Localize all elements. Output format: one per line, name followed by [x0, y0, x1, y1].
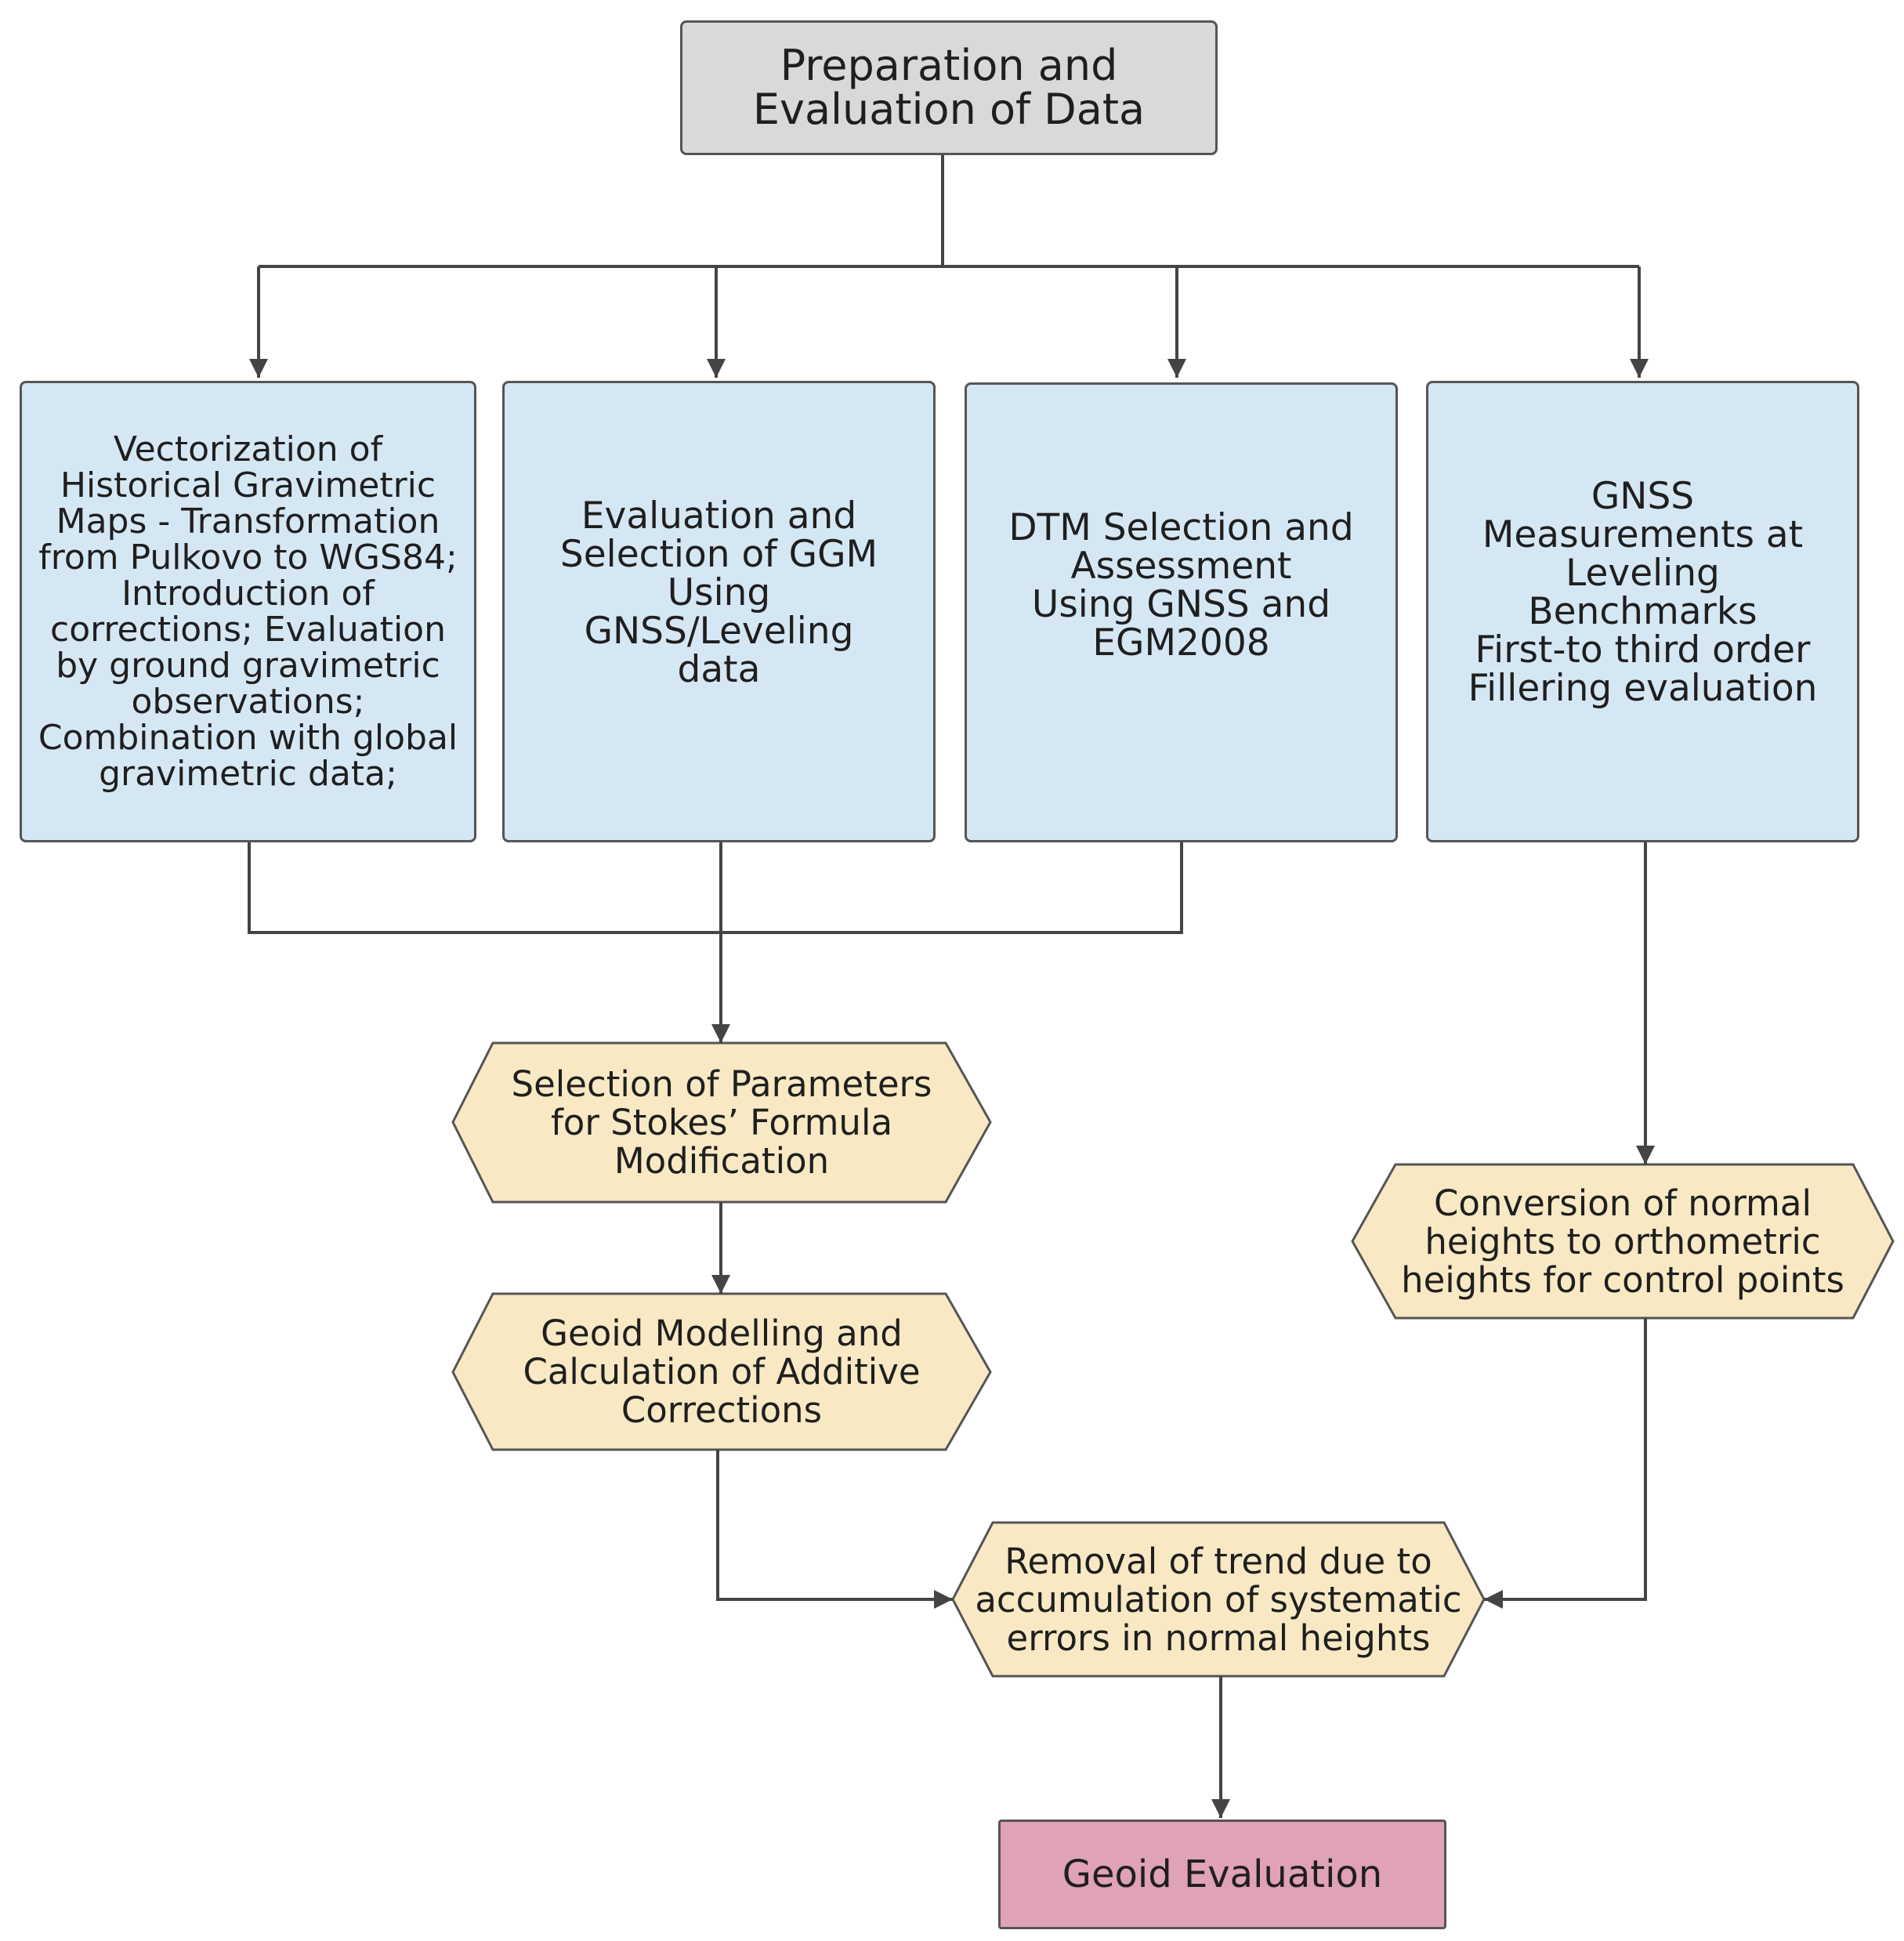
vectorization-label: Vectorization of Historical Gravimetric …	[38, 429, 458, 794]
stokes-hex-shape	[451, 1041, 992, 1204]
gnss-label: GNSS Measurements at Leveling Benchmarks…	[1468, 475, 1818, 710]
trend-removal-label: Removal of trend due to accumulation of …	[975, 1540, 1462, 1659]
conversion-label: Conversion of normal heights to orthomet…	[1401, 1182, 1844, 1301]
conversion-hex-shape	[1351, 1163, 1895, 1320]
stokes-label: Selection of Parameters for Stokes’ Form…	[511, 1063, 932, 1182]
geoid-modelling-hex-shape	[451, 1292, 992, 1451]
connector-conversion-to-trend	[1484, 1318, 1647, 1609]
conversion-hex: Conversion of normal heights to orthomet…	[1352, 1164, 1893, 1318]
connector-merge	[248, 842, 1183, 934]
geoid-modelling-hex: Geoid Modelling and Calculation of Addit…	[453, 1294, 990, 1450]
ggm-label: Evaluation and Selection of GGM Using GN…	[559, 494, 878, 691]
ggm-box: Evaluation and Selection of GGM Using GN…	[502, 381, 936, 842]
trend-removal-hex: Removal of trend due to accumulation of …	[953, 1523, 1484, 1676]
vectorization-box: Vectorization of Historical Gravimetric …	[20, 381, 476, 842]
preparation-evaluation-box: Preparation and Evaluation of Data	[680, 20, 1218, 155]
gnss-box: GNSS Measurements at Leveling Benchmarks…	[1426, 381, 1859, 842]
dtm-label: DTM Selection and Assessment Using GNSS …	[1008, 506, 1354, 665]
preparation-evaluation-label: Preparation and Evaluation of Data	[752, 41, 1146, 134]
stokes-hex: Selection of Parameters for Stokes’ Form…	[453, 1043, 990, 1202]
geoid-evaluation-box: Geoid Evaluation	[998, 1820, 1446, 1929]
dtm-box: DTM Selection and Assessment Using GNSS …	[965, 382, 1398, 842]
geoid-modelling-label: Geoid Modelling and Calculation of Addit…	[523, 1313, 921, 1431]
geoid-evaluation-label: Geoid Evaluation	[1062, 1852, 1383, 1896]
connector-modelling-to-trend	[716, 1450, 953, 1609]
